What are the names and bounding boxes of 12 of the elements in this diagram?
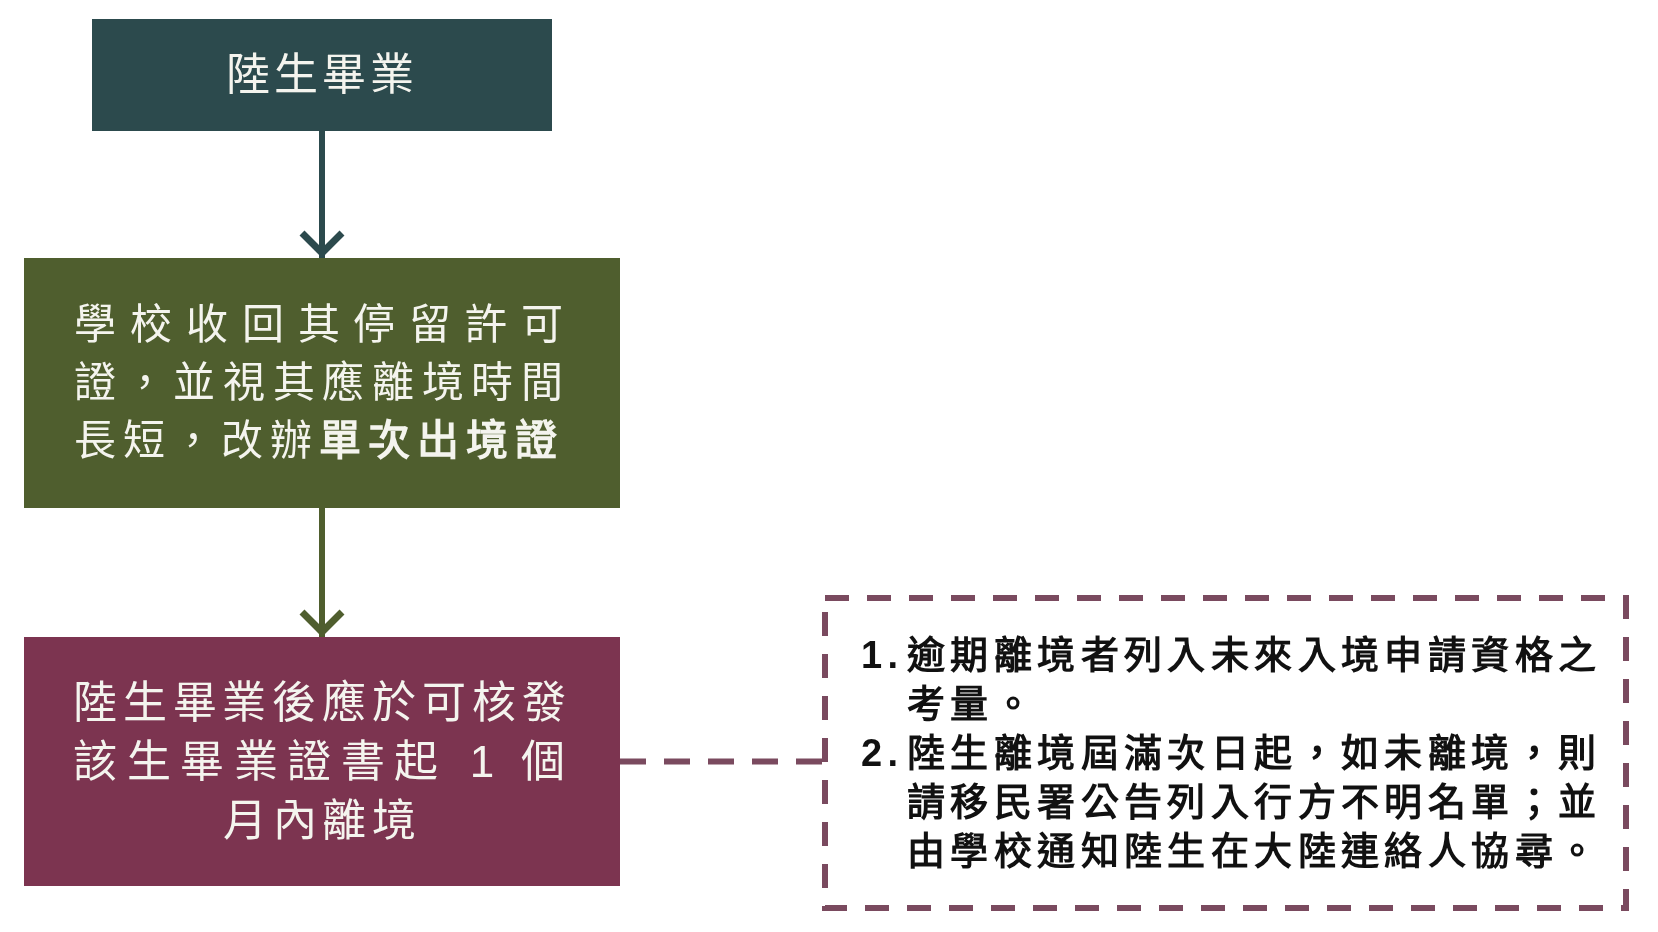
note-item: 2. 陸生離境屆滿次日起，如未離境，則請移民署公告列入行方不明名單；並由學校通知陸生在大陸連絡人協尋。	[861, 730, 1603, 874]
process-box	[24, 258, 620, 508]
note-box	[822, 595, 1629, 911]
flow-arrow	[298, 131, 346, 258]
step-label: 陸生畢業	[226, 48, 418, 101]
process-box	[92, 19, 552, 131]
note-item: 1. 逾期離境者列入未來入境申請資格之考量。	[861, 632, 1603, 727]
flow-arrow	[298, 508, 346, 637]
process-box	[24, 637, 620, 886]
step-text: 陸生畢業後應於可核發該生畢業證書起 1 個月內離境	[73, 677, 571, 847]
step-text: 學校收回其停留許可證，並視其應離境時間長短，改辦單次出境證	[74, 300, 570, 466]
dashed-connector-line	[620, 758, 822, 765]
